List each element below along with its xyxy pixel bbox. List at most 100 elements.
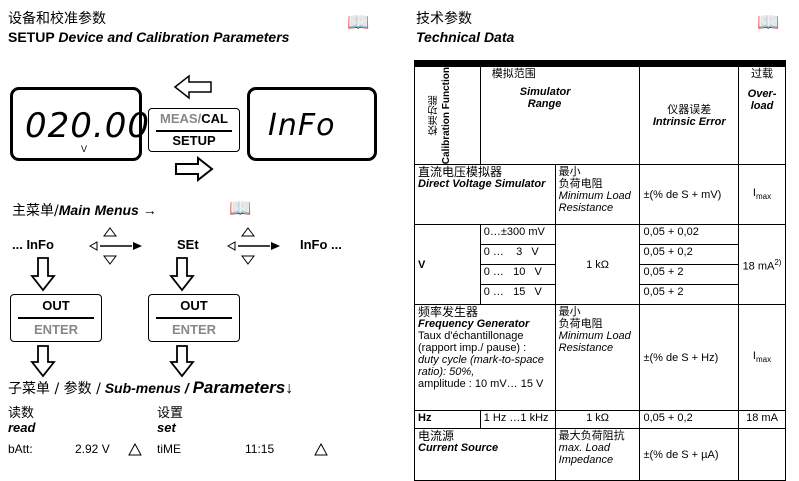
freq-load-en2: Resistance [558,342,614,355]
hz-row: Hz 1 Hz …1 kHz 1 kΩ 0,05 + 0,2 18 mA [414,410,786,430]
cur-over-cell [738,428,786,481]
hdr-over-cell: 过载 Over- load [738,65,786,166]
freq-cn: 频率发生器 [418,305,479,320]
v-over-footnote: 2) [774,257,782,267]
dcv-load-cell: 最小 负荷电阻 Minimum Load Resistance [554,164,641,226]
lcd-display-right: InFo [247,87,377,161]
key-divider [156,317,232,319]
v-row-1: V 0…±300 mV 1 kΩ 0,05 + 0,02 18 mA2) [414,224,786,306]
menu-item-info-right[interactable]: InFo ... [300,237,342,252]
menu-nav-arrows-icon [88,227,142,265]
menu-item-info-left[interactable]: ... InFo [12,237,54,252]
v-load-cell: 1 kΩ [554,224,641,306]
up-triangle-icon[interactable] [314,443,328,456]
dcv-load-cn1: 最小 [558,165,581,179]
v-error-1: 0,05 + 0,02 [639,224,740,246]
down-arrow-outline-icon [30,257,56,292]
main-menus-cn: 主菜单/ [12,203,59,219]
dcv-over-cell: Imax [738,164,786,226]
v-row-3: 0 … 10 V 0,05 + 2 [415,264,786,286]
hdr-range-cell: 模拟范围 Simulator Range [479,65,641,166]
key-enter-label: ENTER [171,322,217,337]
row-batt-value: 2.92 V [75,442,110,456]
dcv-title-cell: 直流电压模拟器 Direct Voltage Simulator [414,164,556,226]
open-book-icon: 📖 [347,12,370,32]
main-menus-heading: 主菜单/Main Menus → [12,200,157,220]
v-range-2: 0 … 3 V [479,244,556,266]
down-arrow-outline-icon [169,257,195,292]
row-time-label: tiME [157,442,181,456]
main-menus-arrow: → [142,202,157,218]
hdr-over-en2: load [750,100,774,112]
freq-header-row: 频率发生器 Frequency Generator Taux d'échanti… [414,304,786,412]
hz-error-cell: 0,05 + 0,2 [639,410,740,430]
submenu-cn: 子菜单 / 参数 / [8,381,101,397]
freq-line-1: Taux d'échantillonage [418,330,524,343]
technical-data-table: 校准功能 Calibration Function 模拟范围 Simulator… [414,65,786,481]
meas-cal-setup-key[interactable]: MEAS/CAL SETUP [148,108,240,152]
dcv-error-cell: ±(% de S + mV) [639,164,740,226]
menu-item-set[interactable]: SEt [177,237,199,252]
cur-load-cn: 最大负荷阻抗 [558,429,625,443]
cur-en: Current Source [418,442,499,455]
v-row-4: 0 … 15 V 0,05 + 2 [415,284,786,306]
open-book-icon: 📖 [229,198,252,218]
cur-load-en2: Impedance [558,454,614,467]
key-out-label: OUT [42,298,70,313]
key-divider [18,317,94,319]
up-triangle-icon[interactable] [128,443,142,456]
dcv-load-en1: Minimum Load [558,190,631,203]
freq-load-cell: 最小 负荷电阻 Minimum Load Resistance [554,304,641,412]
key-out-label: OUT [180,298,208,313]
dcv-cn: 直流电压模拟器 [418,165,503,180]
key-cal-label: CAL [201,111,228,126]
dcv-load-cn2: 负荷电阻 [558,177,603,191]
row-time-value: 11:15 [245,442,275,456]
hz-over-cell: 18 mA [738,410,786,430]
lcd-right-value: InFo [268,108,336,143]
current-source-row: 电流源 Current Source 最大负荷阻抗 max. Load Impe… [414,428,786,481]
freq-line-2: (rapport imp./ pause) : [418,342,527,355]
lcd-display-left: 020.00 V [10,87,149,161]
freq-load-en1: Minimum Load [558,330,631,343]
cur-load-cell: 最大负荷阻抗 max. Load Impedance [554,428,641,481]
hdr-range-en2: Range [527,98,562,110]
v-error-3: 0,05 + 2 [639,264,740,286]
freq-over-cell: Imax [738,304,786,412]
freq-line-3: duty cycle (mark-to-space [418,354,544,367]
left-title-cn: 设备和校准参数 [8,11,106,27]
freq-line-4: ratio): 50%, [418,366,475,379]
dcv-en: Direct Voltage Simulator [418,178,546,191]
cur-error-cell: ±(% de S + µA) [639,428,740,481]
key-meas-label: MEAS/ [160,111,202,126]
hz-label-cell: Hz [414,410,481,430]
left-title-en: SETUP Device and Calibration Parameters [8,29,289,45]
hdr-over-en1: Over- [747,88,777,100]
hdr-range-cn: 模拟范围 [491,67,536,80]
hdr-range-en1: Simulator [519,86,571,98]
cur-title-cell: 电流源 Current Source [414,428,556,481]
out-enter-key-left[interactable]: OUT ENTER [10,294,102,342]
out-enter-key-right[interactable]: OUT ENTER [148,294,240,342]
left-title-en-bold: SETUP [8,29,55,45]
lcd-left-unit: V [81,144,88,154]
hdr-func-cn: 校准功能 [429,95,441,136]
hdr-error-cn: 仪器误差 [667,102,712,116]
hdr-func-en: Calibration Function [441,67,453,165]
v-label-cell: V [414,224,481,306]
hdr-error-cell: 仪器误差 Intrinsic Error [639,65,740,166]
table-top-rule [414,60,786,66]
hz-range-cell: 1 Hz …1 kHz [479,410,556,430]
submenu-heading: 子菜单 / 参数 / Sub-menus / Parameters↓ [8,378,293,398]
dcv-header-row: 直流电压模拟器 Direct Voltage Simulator 最小 负荷电阻… [414,164,786,226]
table-header-row: 校准功能 Calibration Function 模拟范围 Simulator… [414,65,786,166]
col-read-en: read [8,420,36,435]
right-title-en: Technical Data [416,29,515,45]
right-arrow-outline-icon [175,156,214,182]
v-range-3: 0 … 10 V [479,264,556,286]
menu-nav-arrows-icon [226,227,280,265]
lcd-left-value: 020.00 [25,106,150,146]
v-error-2: 0,05 + 0,2 [639,244,740,266]
freq-line-5: amplitude : 10 mV… 15 V [418,378,544,391]
cur-cn: 电流源 [418,429,455,444]
